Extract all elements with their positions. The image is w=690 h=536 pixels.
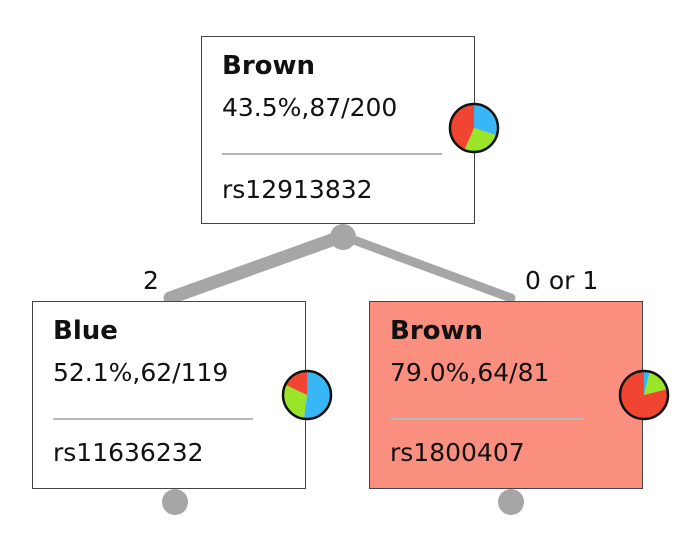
node-title: Blue (53, 316, 118, 346)
node-divider (53, 418, 253, 420)
node-split-attribute: rs1800407 (390, 438, 525, 467)
left-node[interactable]: Blue 52.1%,62/119 rs11636232 (32, 301, 306, 489)
node-split-attribute: rs12913832 (222, 175, 373, 204)
left-expand-knob[interactable] (162, 489, 188, 515)
pie-outline (448, 102, 500, 154)
branch-label-right: 0 or 1 (525, 266, 599, 295)
pie-outline (281, 369, 333, 421)
node-stats: 52.1%,62/119 (53, 358, 229, 387)
pie-slice-blue (644, 371, 650, 395)
pie-slice-blue (474, 104, 498, 136)
pie-slice-green (644, 371, 668, 395)
root-collapse-knob[interactable] (330, 224, 356, 250)
node-stats: 79.0%,64/81 (390, 358, 550, 387)
pie-outline (618, 369, 670, 421)
root-node[interactable]: Brown 43.5%,87/200 rs12913832 (201, 36, 475, 224)
branch-label-left: 2 (143, 266, 159, 295)
right-node[interactable]: Brown 79.0%,64/81 rs1800407 (369, 301, 643, 489)
node-split-attribute: rs11636232 (53, 438, 204, 467)
node-title: Brown (390, 316, 484, 346)
right-class-pie-icon (618, 369, 670, 421)
pie-slice-red (450, 104, 474, 151)
edge-left (163, 229, 350, 305)
pie-slice-blue (303, 371, 331, 419)
root-class-pie-icon (448, 102, 500, 154)
node-title: Brown (222, 51, 316, 81)
node-stats: 43.5%,87/200 (222, 93, 398, 122)
pie-slice-red (285, 371, 307, 395)
node-divider (390, 418, 584, 420)
edge-right (338, 231, 516, 303)
pie-slice-red (620, 371, 668, 419)
node-divider (222, 153, 442, 155)
right-expand-knob[interactable] (498, 489, 524, 515)
left-class-pie-icon (281, 369, 333, 421)
